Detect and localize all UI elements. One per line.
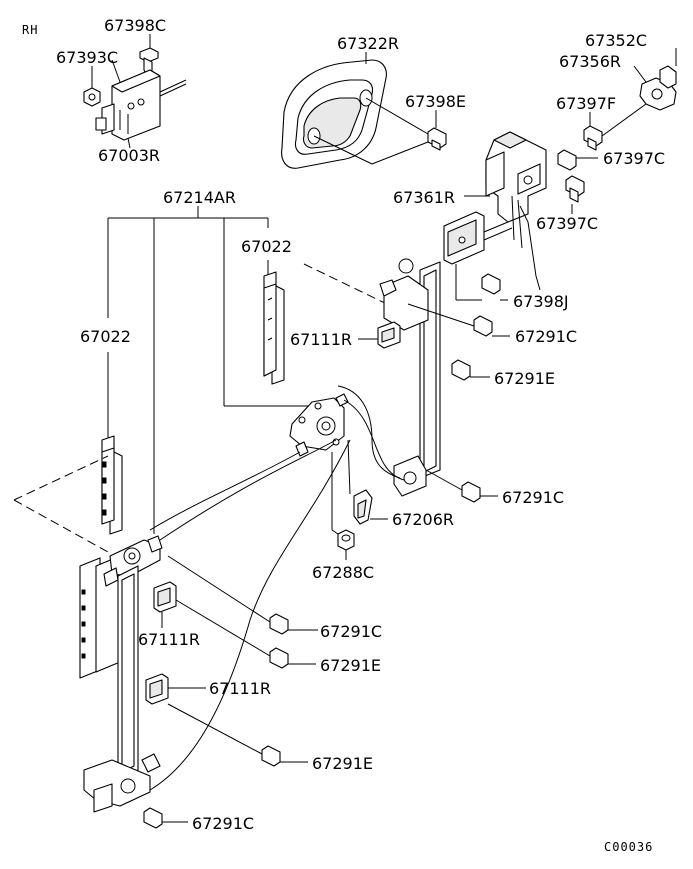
callout-67291e-upper: 67291E: [494, 369, 555, 388]
regulator-pulley-center[interactable]: [289, 393, 349, 457]
regulator-rail-left[interactable]: [79, 535, 163, 813]
callout-67111r-upper: 67111R: [290, 330, 352, 349]
inside-handle-67322r[interactable]: [281, 59, 387, 169]
slider-67111r-mid[interactable]: [153, 581, 177, 613]
door-lock-67361r[interactable]: [443, 131, 547, 291]
bolt-67291c-lower2[interactable]: [143, 807, 163, 829]
callout-67397c-lower: 67397C: [536, 214, 598, 233]
callout-labels: 67398C 67393C 67003R 67322R 67398E 67352…: [56, 16, 665, 833]
corner-label: RH: [22, 23, 38, 37]
bolt-67291c-mid[interactable]: [461, 481, 481, 503]
bolt-67398j[interactable]: [481, 273, 501, 295]
slider-67111r-lower[interactable]: [145, 673, 169, 705]
lock-actuator-group: [83, 34, 187, 149]
callout-67352c: 67352C: [585, 31, 647, 50]
nut-67393c[interactable]: [83, 87, 101, 107]
glass-channel-67022-right[interactable]: [263, 271, 285, 385]
callout-67291e-lower1: 67291E: [320, 656, 381, 675]
nut-67288c[interactable]: [337, 529, 355, 551]
callout-67214ar: 67214AR: [163, 188, 236, 207]
bolt-67397f[interactable]: [583, 125, 603, 151]
slider-67111r-upper[interactable]: [377, 321, 401, 349]
glass-channel-67022-left[interactable]: [101, 435, 123, 535]
cable-lower: [159, 439, 337, 541]
bolt-67291c-upper[interactable]: [473, 315, 493, 337]
glass-outline-dashed: [13, 263, 421, 553]
cable-right: [343, 399, 405, 481]
cable-long: [149, 439, 351, 791]
callout-67322r: 67322R: [337, 34, 399, 53]
cable-upper: [149, 451, 301, 531]
callout-67356r: 67356R: [559, 52, 621, 71]
callout-67291c-mid: 67291C: [502, 488, 564, 507]
callout-67288c: 67288C: [312, 563, 374, 582]
regulator-group-bracket: [107, 206, 316, 534]
callout-67398c: 67398C: [104, 16, 166, 35]
bolt-67291e-upper[interactable]: [451, 359, 471, 381]
callout-67291c-lower2: 67291C: [192, 814, 254, 833]
callout-67397f: 67397F: [556, 94, 616, 113]
bolt-67397c-lower[interactable]: [565, 175, 585, 203]
callout-67398e: 67398E: [405, 92, 466, 111]
bolt-67291e-lower2[interactable]: [261, 745, 281, 767]
callout-67022-left: 67022: [80, 327, 131, 346]
regulator-rail-right[interactable]: [379, 258, 441, 497]
callout-67206r: 67206R: [392, 510, 454, 529]
actuator-67003r[interactable]: [95, 69, 187, 141]
clip-67206r[interactable]: [353, 489, 373, 525]
bolt-67398e[interactable]: [427, 127, 447, 151]
callout-67398j: 67398J: [513, 292, 569, 311]
callout-67291e-lower2: 67291E: [312, 754, 373, 773]
callout-67022-right: 67022: [241, 237, 292, 256]
callout-67291c-lower1: 67291C: [320, 622, 382, 641]
callout-67397c-upper: 67397C: [603, 149, 665, 168]
callout-67111r-lower: 67111R: [209, 679, 271, 698]
bolt-67291e-lower1[interactable]: [269, 647, 289, 669]
callout-67003r: 67003R: [98, 146, 160, 165]
callout-67291c-upper: 67291C: [515, 327, 577, 346]
bolt-67397c-upper[interactable]: [557, 149, 577, 171]
bolt-67291c-lower1[interactable]: [269, 613, 289, 635]
callout-67111r-mid: 67111R: [138, 630, 200, 649]
bracket-67356r[interactable]: [639, 65, 677, 111]
callout-67393c: 67393C: [56, 48, 118, 67]
figure-code: C00036: [604, 840, 653, 854]
callout-67361r: 67361R: [393, 188, 455, 207]
